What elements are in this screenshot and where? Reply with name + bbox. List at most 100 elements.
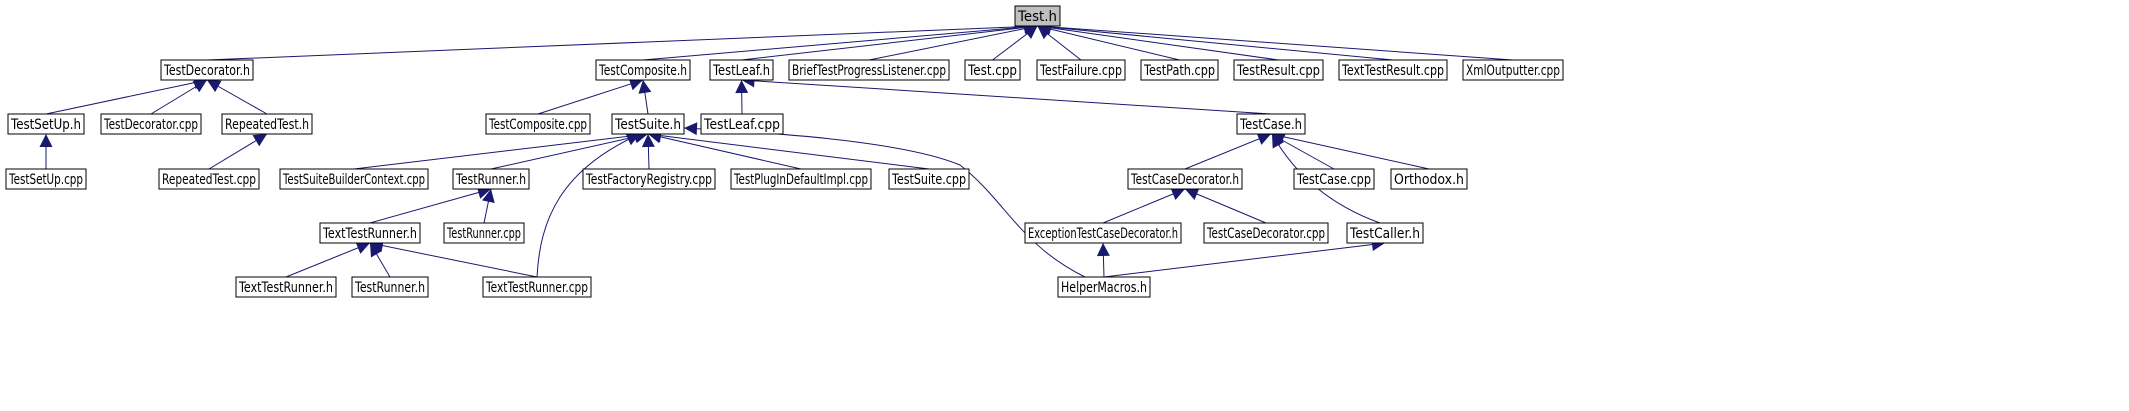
graph-node-n14[interactable]: TestComposite.cpp <box>485 113 591 135</box>
graph-node-n16[interactable]: TestLeaf.cpp <box>700 113 784 135</box>
edge-n15-n22 <box>641 133 655 170</box>
node-box <box>279 168 429 190</box>
graph-node-n12[interactable]: TestDecorator.cpp <box>100 113 202 135</box>
node-box <box>452 168 530 190</box>
node-label: TestComposite.cpp <box>488 117 587 133</box>
graph-node-n5[interactable]: Test.cpp <box>964 59 1021 81</box>
node-label: TextTestResult.cpp <box>1341 63 1444 79</box>
graph-node-n29[interactable]: TestRunner.cpp <box>443 222 525 244</box>
graph-node-n31[interactable]: TestCaseDecorator.cpp <box>1203 222 1329 244</box>
node-box <box>1233 59 1324 81</box>
node-label: Test.cpp <box>967 63 1017 79</box>
graph-node-n22[interactable]: TestFactoryRegistry.cpp <box>582 168 716 190</box>
node-box <box>482 276 592 298</box>
node-label: BriefTestProgressListener.cpp <box>792 63 946 79</box>
graph-node-n17[interactable]: TestCase.h <box>1236 113 1306 135</box>
node-label: TestLeaf.cpp <box>703 117 780 133</box>
graph-node-n10[interactable]: XmlOutputter.cpp <box>1462 59 1564 81</box>
node-label: Test.h <box>1017 9 1057 25</box>
graph-node-n24[interactable]: TestSuite.cpp <box>888 168 970 190</box>
graph-node-n35[interactable]: TextTestRunner.cpp <box>482 276 592 298</box>
node-box <box>709 59 774 81</box>
edge-n15-n24 <box>647 129 930 170</box>
graph-node-n6[interactable]: TestFailure.cpp <box>1036 59 1126 81</box>
node-box <box>888 168 970 190</box>
graph-node-n19[interactable]: RepeatedTest.cpp <box>158 168 260 190</box>
node-label: TestRunner.h <box>354 280 425 296</box>
node-box <box>1236 113 1306 135</box>
node-label: TextTestRunner.h <box>322 226 417 242</box>
node-box <box>485 113 591 135</box>
graph-node-n1[interactable]: TestDecorator.h <box>160 59 254 81</box>
graph-node-n4[interactable]: BriefTestProgressListener.cpp <box>788 59 950 81</box>
edge-n0-n10 <box>1037 20 1514 61</box>
edge-n0-n8 <box>1037 21 1279 61</box>
node-label: TestLeaf.h <box>712 63 770 79</box>
node-label: TestCaller.h <box>1349 226 1420 242</box>
graph-node-n13[interactable]: RepeatedTest.h <box>221 113 313 135</box>
graph-node-n3[interactable]: TestLeaf.h <box>709 59 774 81</box>
node-box <box>1024 222 1182 244</box>
edge-n28-n34 <box>369 242 391 278</box>
node-box <box>611 113 685 135</box>
graph-node-n30[interactable]: ExceptionTestCaseDecorator.h <box>1024 222 1182 244</box>
graph-node-n28[interactable]: TextTestRunner.h <box>319 222 421 244</box>
graph-node-n18[interactable]: TestSetUp.cpp <box>5 168 87 190</box>
node-box <box>730 168 872 190</box>
graph-node-n27[interactable]: Orthodox.h <box>1390 168 1468 190</box>
graph-node-n8[interactable]: TestResult.cpp <box>1233 59 1324 81</box>
graph-node-n0[interactable]: Test.h <box>1014 5 1061 27</box>
graph-node-n11[interactable]: TestSetUp.h <box>7 113 85 135</box>
node-label: HelperMacros.h <box>1061 280 1147 296</box>
node-box <box>100 113 202 135</box>
node-label: TestRunner.cpp <box>446 226 521 242</box>
graph-node-n33[interactable]: TextTestRunner.h <box>235 276 337 298</box>
graph-node-n15[interactable]: TestSuite.h <box>611 113 685 135</box>
graph-node-n21[interactable]: TestRunner.h <box>452 168 530 190</box>
node-label: TestSetUp.h <box>10 117 81 133</box>
node-label: TestDecorator.cpp <box>103 117 198 133</box>
graph-node-n25[interactable]: TestCaseDecorator.h <box>1127 168 1243 190</box>
graph-node-n36[interactable]: HelperMacros.h <box>1057 276 1151 298</box>
node-box <box>582 168 716 190</box>
node-box <box>964 59 1021 81</box>
node-box <box>7 113 85 135</box>
node-box <box>788 59 950 81</box>
edge-n1-n11 <box>45 76 208 115</box>
edge-n0-n5 <box>992 25 1038 61</box>
edge-n21-n29 <box>482 188 495 224</box>
edge-n17-n26 <box>1270 133 1335 170</box>
graph-node-n26[interactable]: TestCase.cpp <box>1293 168 1375 190</box>
node-box <box>1140 59 1219 81</box>
node-box <box>319 222 421 244</box>
node-box <box>443 222 525 244</box>
edge-n1-n12 <box>150 79 208 115</box>
edge-n0-n9 <box>1037 20 1394 61</box>
graph-node-n32[interactable]: TestCaller.h <box>1346 222 1424 244</box>
graph-node-n2[interactable]: TestComposite.h <box>595 59 691 81</box>
node-box <box>1338 59 1448 81</box>
node-label: TextTestRunner.h <box>238 280 333 296</box>
graph-node-n7[interactable]: TestPath.cpp <box>1140 59 1219 81</box>
edge-n0-n7 <box>1037 22 1180 61</box>
node-box <box>158 168 260 190</box>
graph-node-n34[interactable]: TestRunner.h <box>351 276 429 298</box>
graph-node-n9[interactable]: TextTestResult.cpp <box>1338 59 1448 81</box>
edge-n15-n35 <box>536 133 641 278</box>
edge-n25-n30 <box>1102 187 1186 224</box>
graph-node-n20[interactable]: TestSuiteBuilderContext.cpp <box>279 168 429 190</box>
edge-n17-n25 <box>1184 132 1272 170</box>
edge-n0-n4 <box>868 22 1038 61</box>
node-label: TestSuite.h <box>614 117 681 133</box>
node-box <box>595 59 691 81</box>
node-box <box>235 276 337 298</box>
node-box <box>221 113 313 135</box>
node-label: TestDecorator.h <box>163 63 250 79</box>
node-label: TestCase.h <box>1239 117 1302 133</box>
node-box <box>1036 59 1126 81</box>
node-box <box>160 59 254 81</box>
graph-node-n23[interactable]: TestPlugInDefaultImpl.cpp <box>730 168 872 190</box>
edge-n25-n31 <box>1184 188 1267 224</box>
node-box <box>1057 276 1151 298</box>
